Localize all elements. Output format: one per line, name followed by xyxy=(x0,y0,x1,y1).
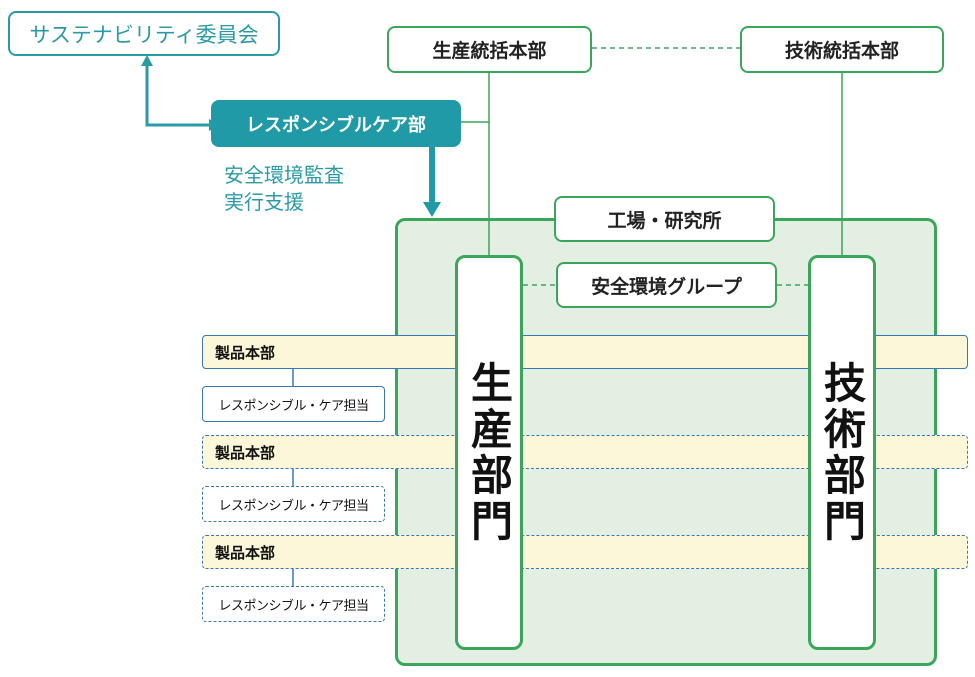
technology-hq-label: 技術統括本部 xyxy=(784,40,899,62)
sustainability-committee-box: サステナビリティ委員会 xyxy=(8,11,280,56)
responsible-care-officer-3: レスポンシブル・ケア担当 xyxy=(202,586,385,622)
arrow-down-icon xyxy=(423,202,441,217)
responsible-care-officer-1: レスポンシブル・ケア担当 xyxy=(202,386,385,422)
safety-env-group-box: 安全環境グループ xyxy=(556,262,777,308)
responsible-care-officer-label-3: レスポンシブル・ケア担当 xyxy=(218,598,369,614)
product-division-label-3: 製品本部 xyxy=(215,543,276,562)
technology-dept-column: 技術部門 xyxy=(808,255,876,650)
responsible-care-dept-label: レスポンシブルケア部 xyxy=(246,114,426,136)
audit-support-line-1: 安全環境監査 xyxy=(224,163,344,187)
rc-to-committee-line xyxy=(145,64,211,127)
product-division-label-1: 製品本部 xyxy=(215,343,276,362)
technology-dept-label: 技術部門 xyxy=(817,360,867,545)
safety-env-group-label: 安全環境グループ xyxy=(591,275,742,298)
plant-lab-box: 工場・研究所 xyxy=(554,196,775,242)
audit-support-line-2: 実行支援 xyxy=(224,190,304,214)
sustainability-committee-label: サステナビリティ委員会 xyxy=(29,22,259,47)
technology-hq-box: 技術統括本部 xyxy=(740,26,944,73)
production-hq-label: 生産統括本部 xyxy=(432,40,547,62)
product-division-label-2: 製品本部 xyxy=(215,443,276,462)
production-dept-column: 生産部門 xyxy=(455,255,523,650)
audit-support-text: 安全環境監査 実行支援 xyxy=(224,162,344,216)
responsible-care-dept-box: レスポンシブルケア部 xyxy=(211,100,461,147)
production-hq-box: 生産統括本部 xyxy=(387,26,592,73)
responsible-care-officer-label-1: レスポンシブル・ケア担当 xyxy=(218,398,369,414)
production-dept-label: 生産部門 xyxy=(464,360,514,545)
plant-lab-label: 工場・研究所 xyxy=(607,209,722,232)
responsible-care-officer-label-2: レスポンシブル・ケア担当 xyxy=(218,498,369,514)
arrow-up-icon xyxy=(141,55,153,66)
responsible-care-officer-2: レスポンシブル・ケア担当 xyxy=(202,486,385,522)
